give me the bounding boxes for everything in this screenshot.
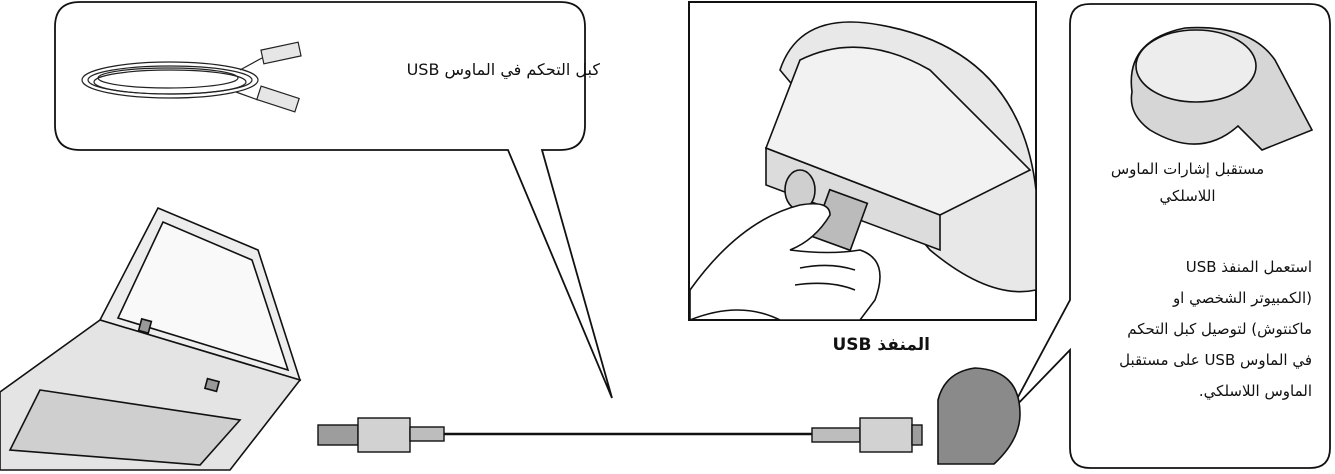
receiver-label-line: اللاسلكي: [1075, 183, 1300, 210]
receiver-label-line: مستقبل إشارات الماوس: [1075, 156, 1300, 183]
usb-port-label: المنفذ USB: [740, 335, 930, 355]
receiver-label: مستقبل إشارات الماوس اللاسلكي: [1075, 156, 1300, 210]
cable-label: كبل التحكم في الماوس USB: [300, 60, 600, 79]
instructions-line: استعمل المنفذ USB: [1072, 252, 1312, 283]
receiver-small-icon: [938, 368, 1020, 464]
instructions-line: ماكنتوش) لتوصيل كبل التحكم: [1072, 314, 1312, 345]
instructions-text: استعمل المنفذ USB (الكمبيوتر الشخصي او م…: [1072, 252, 1312, 407]
laptop-icon: [0, 208, 300, 470]
instructions-line: (الكمبيوتر الشخصي او: [1072, 283, 1312, 314]
usb-plug-icon: [318, 418, 922, 452]
instructions-line: في الماوس USB على مستقبل: [1072, 345, 1312, 376]
instructions-line: الماوس اللاسلكي.: [1072, 376, 1312, 407]
